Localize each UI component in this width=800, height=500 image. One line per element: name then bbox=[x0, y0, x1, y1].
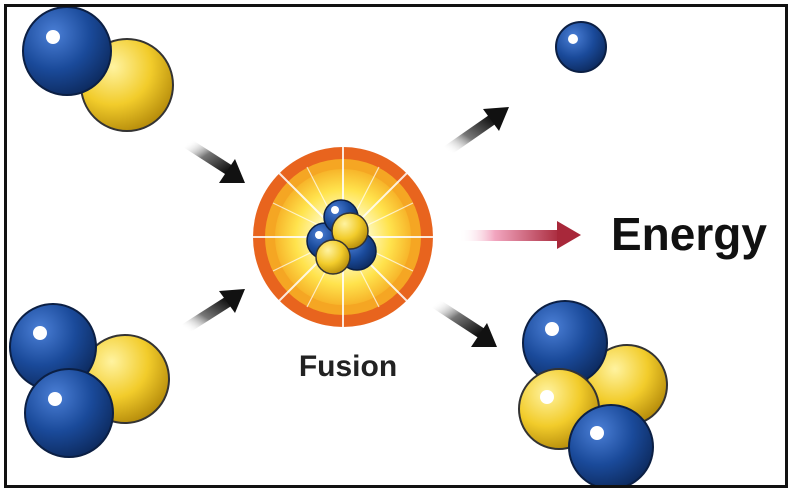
reactant-top-left bbox=[22, 7, 174, 132]
product-neutron bbox=[555, 21, 607, 73]
energy-label: Energy bbox=[611, 208, 767, 260]
neutron-particle bbox=[22, 7, 112, 96]
arrow-icon bbox=[431, 298, 497, 347]
product-helium bbox=[518, 300, 668, 485]
neutron-particle bbox=[24, 368, 114, 458]
highlight bbox=[48, 392, 62, 406]
diagram-frame: Fusion Energy bbox=[4, 4, 788, 488]
reactant-bottom-left bbox=[9, 303, 170, 458]
fusion-burst-icon bbox=[253, 147, 433, 327]
fusion-diagram bbox=[9, 7, 668, 485]
fusion-label: Fusion bbox=[298, 350, 398, 383]
fused-nucleus bbox=[306, 199, 377, 275]
arrow-icon bbox=[184, 138, 245, 183]
highlight bbox=[33, 326, 47, 340]
energy-arrow-icon bbox=[459, 221, 581, 249]
highlight bbox=[46, 30, 60, 44]
arrow-icon bbox=[182, 289, 245, 334]
arrow-icon bbox=[443, 107, 509, 156]
